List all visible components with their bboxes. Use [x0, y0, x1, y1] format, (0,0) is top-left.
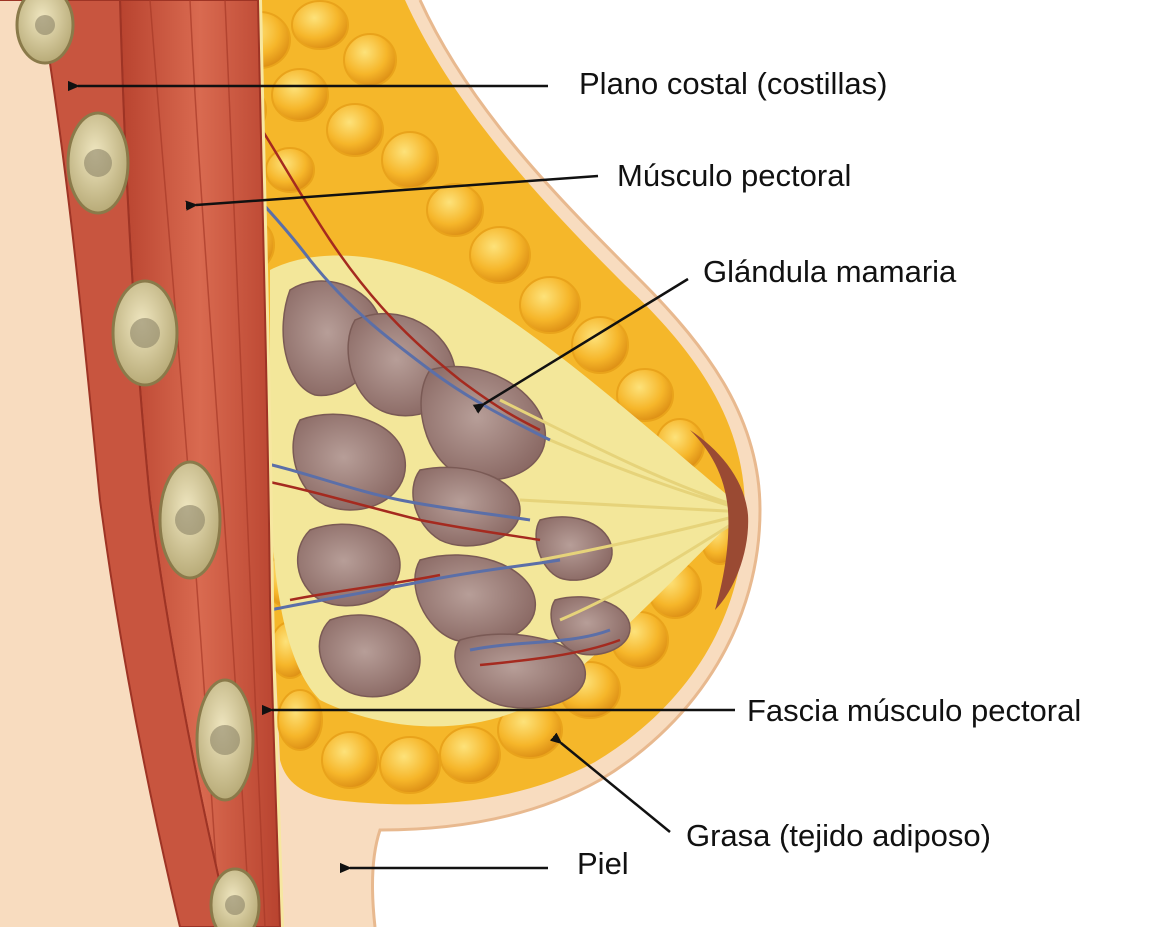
areola-nipple	[690, 430, 749, 610]
leader-lines	[78, 86, 735, 868]
arrow-musculo-pectoral	[196, 174, 599, 205]
label-fascia: Fascia músculo pectoral	[747, 693, 1082, 728]
arrow-glandula-mamaria	[484, 277, 689, 404]
label-plano-costal: Plano costal (costillas)	[579, 66, 888, 101]
skin-edge	[371, 0, 762, 927]
arrow-grasa	[561, 743, 671, 833]
lactiferous-ducts	[499, 398, 746, 622]
rib-marrow	[35, 15, 245, 915]
label-musculo-pectoral: Músculo pectoral	[617, 158, 852, 193]
mammary-gland-lobules	[282, 280, 631, 709]
label-grasa: Grasa (tejido adiposo)	[686, 818, 991, 853]
label-piel: Piel	[577, 846, 629, 881]
label-glandula-mamaria: Glándula mamaria	[703, 254, 957, 289]
arteries	[213, 59, 621, 667]
